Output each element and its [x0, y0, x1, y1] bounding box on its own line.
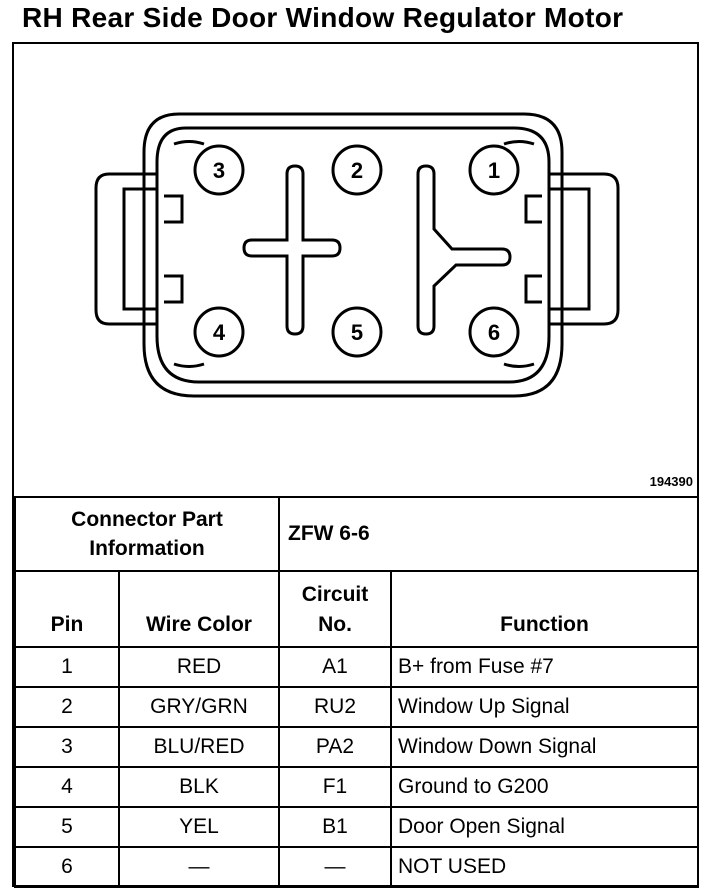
connector-info-table: Connector Part Information ZFW 6-6 Pin W…	[14, 496, 700, 888]
diagram-frame: 3 2 1 4 5 6 194390 Connector Part Inform…	[12, 42, 700, 888]
pin-cell: 4	[14, 766, 120, 808]
part-info-label: Connector Part Information	[14, 496, 280, 572]
function-cell: Window Down Signal	[389, 726, 700, 768]
connector-diagram: 3 2 1 4 5 6 194390	[14, 44, 697, 496]
table-row: 6 — — NOT USED	[14, 846, 700, 888]
function-cell: Door Open Signal	[389, 806, 700, 848]
connector-housing-outer	[142, 112, 564, 398]
pin-label-2: 2	[351, 158, 363, 183]
function-cell: Window Up Signal	[389, 686, 700, 728]
circuit-cell: PA2	[278, 726, 392, 768]
circuit-cell: RU2	[278, 686, 392, 728]
circuit-cell: B1	[278, 806, 392, 848]
left-latch	[94, 172, 157, 326]
header-wire-color: Wire Color	[118, 570, 280, 648]
pin-3-circle	[193, 144, 245, 196]
table-row: 3 BLU/RED PA2 Window Down Signal	[14, 726, 700, 768]
connector-face-drawing: 3 2 1 4 5 6	[94, 112, 620, 398]
pin-cell: 2	[14, 686, 120, 728]
pin-label-4: 4	[213, 320, 226, 345]
header-function: Function	[389, 570, 700, 648]
part-info-row: Connector Part Information ZFW 6-6	[14, 496, 700, 572]
page-title: RH Rear Side Door Window Regulator Motor	[22, 2, 624, 33]
part-info-value: ZFW 6-6	[277, 496, 700, 572]
pin-5-circle	[331, 306, 383, 358]
table-row: 1 RED A1 B+ from Fuse #7	[14, 646, 700, 688]
table-row: 2 GRY/GRN RU2 Window Up Signal	[14, 686, 700, 728]
pin-label-3: 3	[213, 158, 225, 183]
wire-color-cell: —	[118, 846, 280, 888]
pin-label-5: 5	[351, 320, 363, 345]
header-circuit-line2: No.	[318, 613, 352, 636]
right-latch	[549, 172, 620, 326]
circuit-cell: A1	[278, 646, 392, 688]
wire-color-cell: BLU/RED	[118, 726, 280, 768]
part-info-label-line1: Connector Part	[71, 508, 223, 531]
y-key	[416, 164, 512, 336]
pin-2-circle	[331, 144, 383, 196]
header-circuit-line1: Circuit	[301, 583, 369, 606]
figure-id: 194390	[649, 474, 693, 489]
circuit-cell: —	[278, 846, 392, 888]
pin-cell: 3	[14, 726, 120, 768]
pin-4-circle	[193, 306, 245, 358]
header-pin: Pin	[14, 570, 120, 648]
function-cell: Ground to G200	[389, 766, 700, 808]
pin-cell: 1	[14, 646, 120, 688]
header-circuit: Circuit No.	[278, 570, 392, 648]
pin-6-circle	[468, 306, 520, 358]
wire-color-cell: GRY/GRN	[118, 686, 280, 728]
function-cell: B+ from Fuse #7	[389, 646, 700, 688]
pin-1-circle	[468, 144, 520, 196]
table-row: 5 YEL B1 Door Open Signal	[14, 806, 700, 848]
wire-color-cell: BLK	[118, 766, 280, 808]
header-row: Pin Wire Color Circuit No. Function	[14, 570, 700, 648]
part-info-label-line2: Information	[89, 537, 205, 560]
plus-key	[242, 164, 342, 336]
function-cell: NOT USED	[389, 846, 700, 888]
pin-label-1: 1	[488, 158, 500, 183]
connector-housing-inner	[155, 126, 551, 384]
table-row: 4 BLK F1 Ground to G200	[14, 766, 700, 808]
pin-cell: 6	[14, 846, 120, 888]
wire-color-cell: RED	[118, 646, 280, 688]
pin-cell: 5	[14, 806, 120, 848]
pin-label-6: 6	[488, 320, 500, 345]
wire-color-cell: YEL	[118, 806, 280, 848]
circuit-cell: F1	[278, 766, 392, 808]
